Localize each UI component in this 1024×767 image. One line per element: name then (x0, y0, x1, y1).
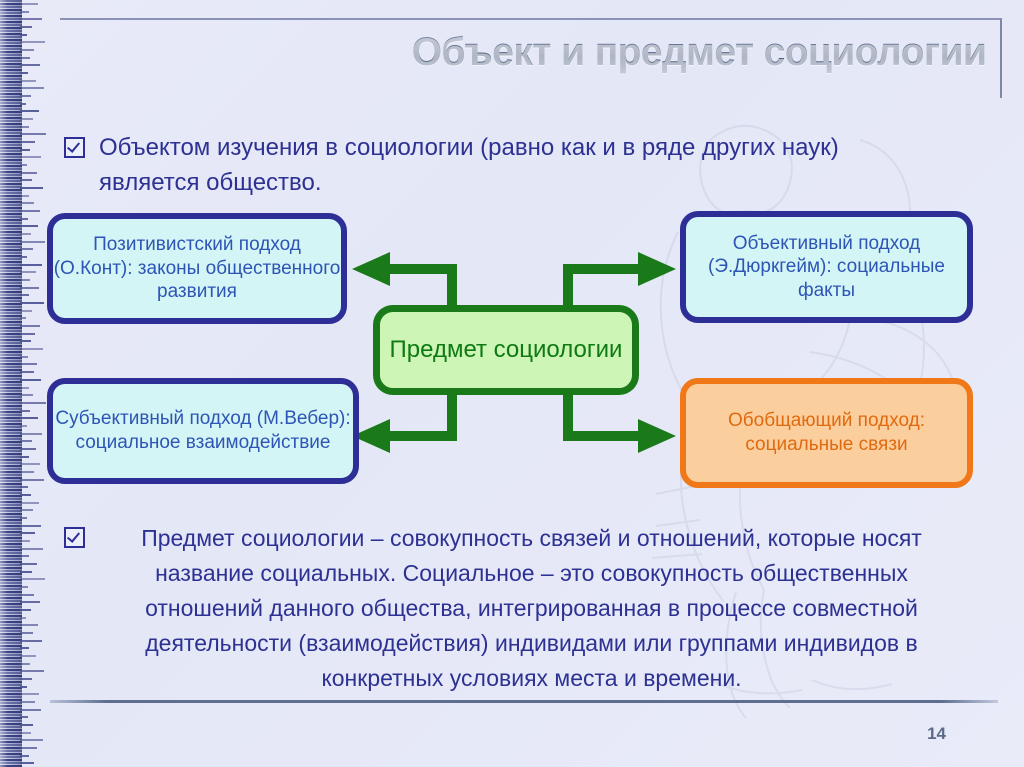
diagram-box-center-label: Предмет социологии (389, 336, 623, 364)
diagram-box-positivist[interactable]: Позитивистский подход (О.Конт): законы о… (47, 213, 347, 324)
page-number: 14 (927, 724, 946, 743)
page-title: Объект и предмет социологии (411, 30, 986, 74)
bullet-item-bottom: Предмет социологии – совокупность связей… (64, 521, 964, 696)
footer-divider (50, 700, 998, 703)
bullet-top-text: Объектом изучения в социологии (равно ка… (99, 134, 839, 196)
checkbox-checked-icon (64, 137, 85, 158)
diagram-box-objective-label: Объективный подход (Э.Дюркгейм): социаль… (708, 232, 945, 301)
spiral-binding-decoration (0, 0, 46, 767)
title-frame: Объект и предмет социологии (60, 18, 1002, 98)
diagram-box-subjective[interactable]: Субъективный подход (М.Вебер): социально… (47, 378, 359, 484)
bullet-item-top: Объектом изучения в социологии (равно ка… (64, 130, 944, 200)
diagram-box-center-subject[interactable]: Предмет социологии (373, 305, 639, 395)
diagram-box-subjective-label: Субъективный подход (М.Вебер): социально… (55, 408, 351, 453)
bullet-bottom-text: Предмет социологии – совокупность связей… (141, 525, 922, 691)
binding-spine (0, 0, 22, 767)
diagram-box-generalizing-label: Обобщающий подход: социальные связи (727, 410, 926, 455)
diagram-box-positivist-label: Позитивистский подход (О.Конт): законы о… (53, 234, 341, 303)
checkbox-checked-icon (64, 527, 85, 548)
diagram-box-objective[interactable]: Объективный подход (Э.Дюркгейм): социаль… (680, 211, 973, 323)
binding-ticks (20, 0, 46, 767)
diagram-box-generalizing[interactable]: Обобщающий подход: социальные связи (680, 378, 973, 488)
